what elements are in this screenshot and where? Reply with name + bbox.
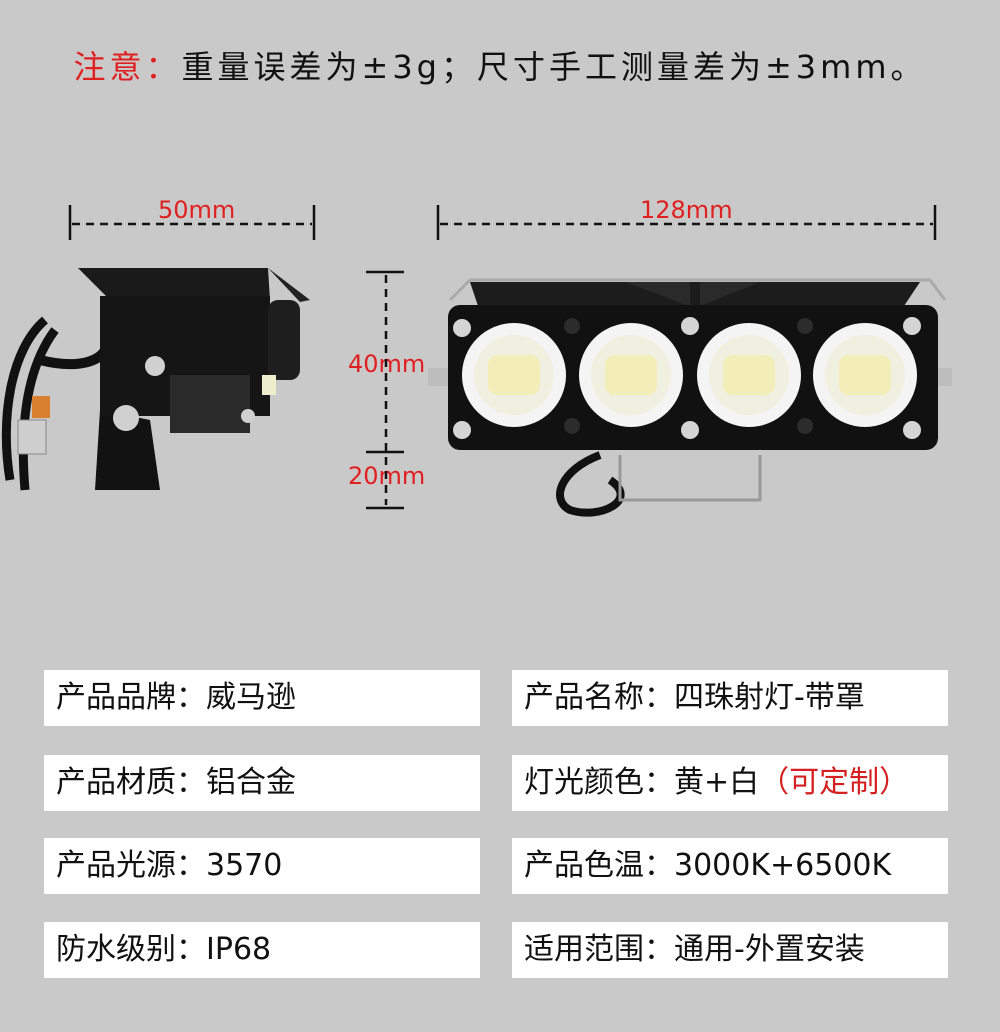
lens-group [462,323,917,427]
spec-value: 黄+白 [674,765,760,800]
spec-value: 通用-外置安装 [674,932,865,967]
spec-label: 灯光颜色： [524,765,674,800]
spec-value: 威马逊 [206,680,296,715]
spec-name: 产品名称：四珠射灯-带罩 [512,670,948,726]
spec-light-color: 灯光颜色：黄+白（可定制） [512,755,948,811]
spec-value: 3570 [206,848,283,883]
spec-color-temp: 产品色温：3000K+6500K [512,838,948,894]
spec-value: IP68 [206,932,272,967]
spec-value: 铝合金 [206,765,296,800]
side-view [1,268,310,491]
product-illustration [1,205,952,517]
spec-label: 产品色温： [524,848,674,883]
spec-value: 3000K+6500K [674,848,892,883]
spec-light-source: 产品光源：3570 [44,838,480,894]
notice-body: 重量误差为±3g；尺寸手工测量差为±3mm。 [181,48,927,86]
spec-material: 产品材质：铝合金 [44,755,480,811]
spec-waterproof: 防水级别：IP68 [44,922,480,978]
spec-value: 四珠射灯-带罩 [674,680,865,715]
spec-label: 产品光源： [56,848,206,883]
spec-note: （可定制） [759,765,910,800]
spec-label: 适用范围： [524,932,674,967]
notice-text: 注意：重量误差为±3g；尺寸手工测量差为±3mm。 [0,42,1000,88]
dim-width-side: 50mm [158,196,236,224]
dimension-lines [68,205,937,510]
spec-label: 产品品牌： [56,680,206,715]
spec-application: 适用范围：通用-外置安装 [512,922,948,978]
spec-label: 防水级别： [56,932,206,967]
front-view [428,278,952,517]
spec-label: 产品名称： [524,680,674,715]
spec-brand: 产品品牌：威马逊 [44,670,480,726]
notice-prefix: 注意： [73,48,182,86]
spec-label: 产品材质： [56,765,206,800]
dim-width-front: 128mm [640,196,733,224]
